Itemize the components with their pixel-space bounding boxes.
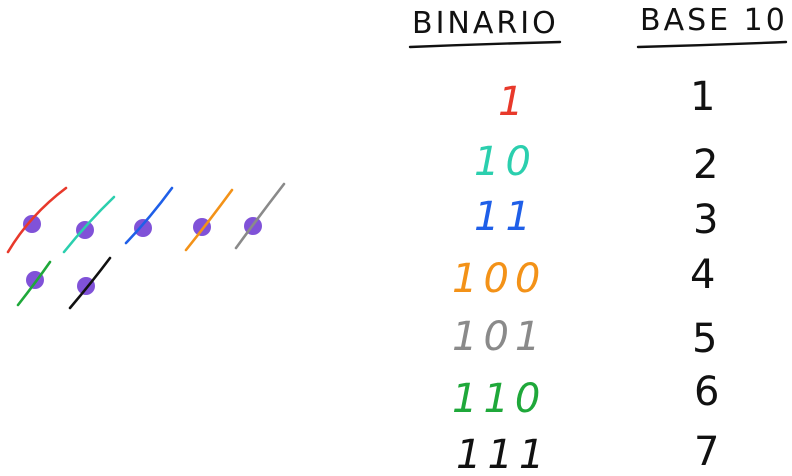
- decimal-value-3: 3: [693, 197, 718, 243]
- decimal-value-7: 7: [694, 429, 719, 475]
- tally-stroke: [62, 195, 116, 254]
- header-decimal: BASE 10: [640, 3, 788, 38]
- binary-value-7: 111: [456, 432, 550, 476]
- counter-dot-5: [234, 182, 286, 250]
- counter-dots: [6, 182, 286, 310]
- table-header: BINARIO BASE 10: [408, 3, 788, 49]
- decimal-value-1: 1: [690, 74, 715, 120]
- binary-value-3: 11: [474, 194, 537, 240]
- counter-dot-6: [16, 260, 52, 307]
- tally-stroke: [184, 188, 234, 252]
- tally-stroke: [234, 182, 286, 250]
- decimal-value-5: 5: [692, 316, 717, 362]
- binary-value-5: 101: [452, 314, 546, 360]
- header-binary: BINARIO: [412, 6, 559, 41]
- counter-dot-2: [62, 195, 116, 254]
- binary-value-6: 110: [452, 376, 546, 422]
- binary-column: 1 10 11 100 101 110 111: [452, 79, 550, 476]
- binary-value-4: 100: [452, 256, 546, 302]
- tally-stroke: [6, 186, 68, 254]
- dot: [134, 219, 152, 237]
- counter-dot-7: [68, 256, 112, 310]
- header-binary-underline: [408, 40, 562, 49]
- header-decimal-underline: [636, 40, 788, 49]
- counter-dot-1: [6, 186, 68, 254]
- dot: [23, 215, 41, 233]
- decimal-value-4: 4: [690, 252, 715, 298]
- decimal-column: 1 2 3 4 5 6 7: [690, 74, 719, 475]
- decimal-value-6: 6: [694, 369, 719, 415]
- binary-value-1: 1: [498, 79, 529, 125]
- counter-dot-3: [124, 186, 174, 245]
- counter-dot-4: [184, 188, 234, 252]
- tally-stroke: [68, 256, 112, 310]
- decimal-value-2: 2: [693, 142, 718, 188]
- binary-value-2: 10: [474, 139, 537, 185]
- dot: [76, 221, 94, 239]
- tally-stroke: [16, 260, 52, 307]
- tally-stroke: [124, 186, 174, 245]
